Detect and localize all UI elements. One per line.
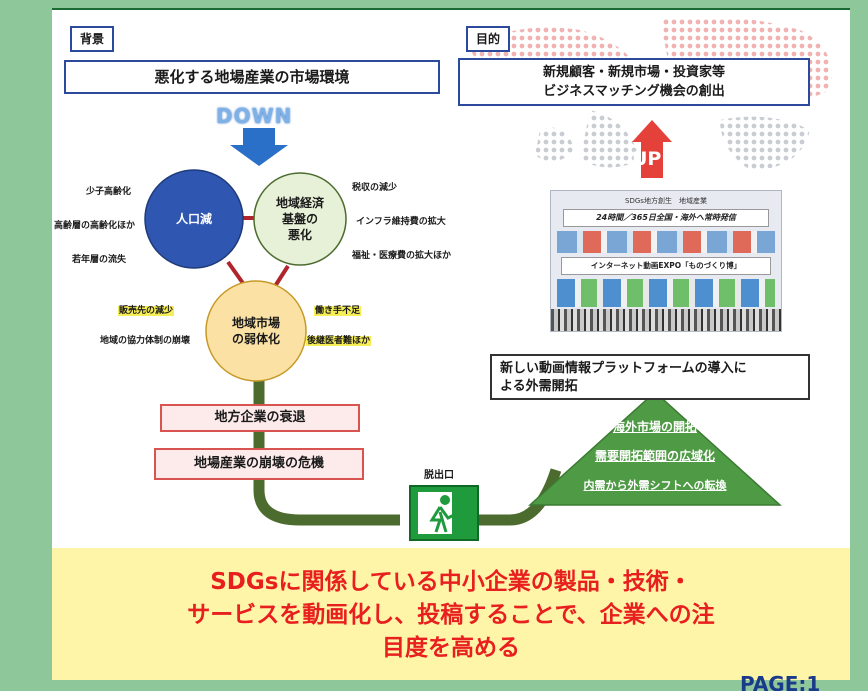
expo-crowd bbox=[551, 309, 781, 331]
decline-box: 地方企業の衰退 bbox=[160, 404, 360, 432]
economy-circle bbox=[253, 172, 347, 266]
market-factor-right-2: 後継医者難ほか bbox=[306, 336, 372, 346]
pyramid-item-2: 需要開拓範囲の広域化 bbox=[594, 449, 715, 463]
purpose-headline: 新規顧客・新規市場・投資家等 ビジネスマッチング機会の創出 bbox=[458, 58, 810, 106]
population-factor-3: 若年層の流失 bbox=[72, 255, 127, 265]
page-label: PAGE:1 bbox=[740, 672, 821, 691]
population-factor-2: 高齢層の高齢化ほか bbox=[54, 221, 136, 231]
pyramid-item-3: 内需から外需シフトへの転換 bbox=[583, 479, 727, 492]
escape-path bbox=[253, 375, 400, 526]
purpose-tag: 目的 bbox=[466, 26, 511, 52]
pyramid bbox=[528, 390, 782, 506]
market-circle bbox=[205, 280, 307, 382]
background-headline: 悪化する地場産業の市場環境 bbox=[64, 60, 440, 94]
crisis-box: 地場産業の崩壊の危機 bbox=[154, 448, 364, 480]
escape-path-right bbox=[478, 468, 562, 526]
market-factor-left-1: 販売先の減少 bbox=[118, 306, 175, 316]
expo-screen-expo: インターネット動画EXPO「ものづくり博」 bbox=[561, 257, 771, 275]
market-factor-left-2: 地域の協力体制の崩壊 bbox=[100, 336, 191, 346]
expo-booths-row-2 bbox=[557, 279, 775, 307]
expo-screen-image: SDGs地方創生 地域産業 24時間／365日全国・海外へ常時発信 インターネッ… bbox=[550, 190, 782, 332]
economy-circle-line3: 悪化 bbox=[287, 228, 312, 242]
economy-circle-label: 地域経済 基盤の 悪化 bbox=[264, 195, 336, 243]
background-headline-text: 悪化する地場産業の市場環境 bbox=[154, 68, 350, 86]
population-circle-label: 人口減 bbox=[175, 212, 212, 226]
market-factor-right-1: 働き手不足 bbox=[314, 306, 362, 316]
platform-line2: よる外需開拓 bbox=[500, 379, 578, 394]
purpose-headline-line1: 新規顧客・新規市場・投資家等 bbox=[542, 65, 725, 80]
expo-screen-banner: 24時間／365日全国・海外へ常時発信 bbox=[563, 209, 769, 227]
frame-border-right bbox=[850, 0, 868, 691]
summary-banner-line1: SDGsに関係している中小企業の製品・技術・ bbox=[210, 569, 692, 595]
summary-banner-line2: サービスを動画化し、投稿することで、企業への注 bbox=[187, 602, 715, 628]
crisis-box-text: 地場産業の崩壊の危機 bbox=[193, 456, 324, 471]
economy-factor-2: インフラ維持費の拡大 bbox=[356, 217, 446, 227]
platform-line1: 新しい動画情報プラットフォームの導入に bbox=[500, 361, 747, 376]
pyramid-item-1: 海外市場の開拓 bbox=[612, 420, 697, 434]
economy-circle-line1: 地域経済 bbox=[275, 196, 324, 210]
summary-banner: SDGsに関係している中小企業の製品・技術・ サービスを動画化し、投稿することで… bbox=[52, 548, 850, 680]
expo-booths-row-1 bbox=[557, 231, 775, 253]
economy-circle-line2: 基盤の bbox=[281, 212, 318, 226]
population-circle bbox=[144, 169, 244, 269]
down-arrow bbox=[230, 128, 288, 166]
market-circle-line2: の弱体化 bbox=[231, 332, 280, 346]
market-circle-line1: 地域市場 bbox=[231, 316, 280, 330]
expo-screen-caption: SDGs地方創生 地域産業 bbox=[625, 197, 707, 205]
decline-box-text: 地方企業の衰退 bbox=[214, 410, 306, 425]
summary-banner-line3: 目度を高める bbox=[382, 635, 520, 661]
exit-label: 脱出口 bbox=[424, 470, 454, 481]
background-tag: 背景 bbox=[70, 26, 115, 52]
platform-box: 新しい動画情報プラットフォームの導入に よる外需開拓 bbox=[490, 354, 810, 400]
frame-border-top bbox=[0, 0, 868, 8]
frame-border-left bbox=[0, 0, 52, 691]
up-label: UP bbox=[632, 148, 662, 170]
purpose-headline-line2: ビジネスマッチング機会の創出 bbox=[543, 84, 725, 99]
up-arrow bbox=[632, 120, 672, 178]
population-factor-1: 少子高齢化 bbox=[86, 187, 132, 197]
market-circle-label: 地域市場 の弱体化 bbox=[218, 315, 294, 347]
economy-factor-3: 福祉・医療費の拡大ほか bbox=[352, 251, 452, 261]
economy-factor-1: 税収の減少 bbox=[352, 183, 398, 193]
down-label: DOWN bbox=[216, 104, 293, 128]
